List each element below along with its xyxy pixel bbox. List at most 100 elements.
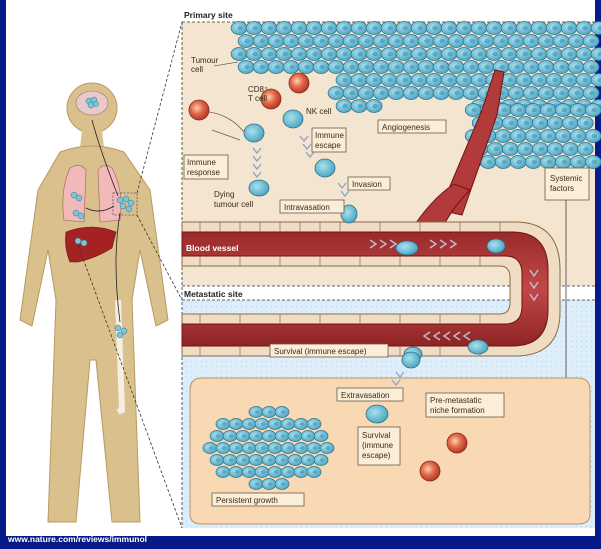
tumour-cell-nucleus [477,26,483,31]
dying-cell-label-1: Dying [214,190,234,199]
tumour-cell-nucleus [281,410,286,414]
tumour-cell-nucleus [334,65,340,70]
tumour-cell-nucleus [372,104,378,109]
tumour-cell-nucleus [531,108,537,113]
angiogenesis-label: Angiogenesis [382,123,430,132]
tumour-cell-nucleus [229,458,234,462]
metastatic-site-title: Metastatic site [184,289,243,299]
tumour-cell-nucleus [248,446,253,450]
intravasation-label: Intravasation [284,203,330,212]
tumour-cell-nucleus [300,470,305,474]
tumour-cell-nucleus [559,91,565,96]
tumour-cell-nucleus [387,78,393,83]
tumour-cell-nucleus [287,422,292,426]
immune-response-label-1: Immune [187,158,216,167]
tumour-cell-nucleus [531,160,537,165]
tumour-cell-nucleus [387,26,393,31]
tumour-cell-nucleus [349,65,355,70]
tumour-cell-nucleus [424,91,430,96]
tumour-cell-nucleus [222,470,227,474]
persistent-growth-label: Persistent growth [216,496,278,505]
tumour-cell-nucleus [567,52,573,57]
tumour-cell-nucleus [402,52,408,57]
tumour-cell-nucleus [259,39,265,44]
tumour-cell-nucleus [334,39,340,44]
tumour-cell-nucleus [312,26,318,31]
tumour-cell-nucleus [508,147,514,152]
tumour-cell-nucleus [342,52,348,57]
tumour-cell-nucleus [454,91,460,96]
tumour-cell-nucleus [357,104,363,109]
tumour-cell-nucleus [439,91,445,96]
tumour-cell-nucleus [567,78,573,83]
tumour-cell-nucleus [561,134,567,139]
tumour-cell-nucleus [501,160,507,165]
tumour-cell-nucleus [471,108,477,113]
tumour-cell-nucleus [432,78,438,83]
tumour-cell-nucleus [544,39,550,44]
tumour-cell-nucleus [349,39,355,44]
tumour-cell-nucleus [334,91,340,96]
tumour-cell-nucleus [274,446,279,450]
tumour-cell-nucleus [372,26,378,31]
tumour-cell-nucleus [544,91,550,96]
tumour-cell-nucleus [394,91,400,96]
tumour-cell-nucleus [546,160,552,165]
premetastatic-label-1: Pre-metastatic [430,396,482,405]
tumour-cell-nucleus [561,160,567,165]
tumour-cell-nucleus [462,78,468,83]
tumour-cell-nucleus [289,65,295,70]
tumour-cell-nucleus [409,65,415,70]
tumour-cell-nucleus [379,39,385,44]
invasion-label: Invasion [352,180,382,189]
tumour-cell-nucleus [417,26,423,31]
tumour-cell-nucleus [567,26,573,31]
nk-cell-label: NK cell [306,107,332,116]
tumour-cell-nucleus [313,422,318,426]
tumour-cell-nucleus [439,39,445,44]
tumour-cell-nucleus [553,121,559,126]
cd8-label-2: T cell [248,94,267,103]
tumour-cell-nucleus [313,446,318,450]
tumour-cell-nucleus [244,65,250,70]
tumour-cell-nucleus [364,91,370,96]
tumour-cell-nucleus [508,121,514,126]
tumour-cell-nucleus [591,108,597,113]
tumour-cell-nucleus [307,434,312,438]
tumour-cell-nucleus [342,78,348,83]
dying-cell-label-2: tumour cell [214,200,253,209]
tumour-cell-nucleus [409,91,415,96]
immune-response-label-2: response [187,168,220,177]
tumour-cell-nucleus [268,410,273,414]
survival-meta-label-1: Survival [362,431,391,440]
tumour-cell-nucleus [574,65,580,70]
footer-url: www.nature.com/reviews/immunol [7,534,147,544]
tumour-cell-nucleus [591,134,597,139]
tumour-cell-nucleus [357,78,363,83]
tumour-cell-nucleus [267,52,273,57]
tumour-cell-nucleus [537,26,543,31]
tumour-cell-nucleus [274,470,279,474]
tumour-cell-nucleus [237,52,243,57]
tumour-cell-nucleus [300,446,305,450]
tumour-cell-nucleus [537,78,543,83]
survival-meta-label-3: escape) [362,451,391,460]
tumour-cell-nucleus [546,108,552,113]
survival-vessel-label: Survival (immune escape) [274,347,367,356]
tumour-cell-nucleus [576,108,582,113]
tumour-cell-nucleus [552,26,558,31]
tumour-cell-nucleus [261,446,266,450]
tumour-cell-nucleus [484,39,490,44]
tumour-cell-nucleus [222,422,227,426]
tumour-cell-nucleus [261,422,266,426]
tumour-cell-nucleus [514,65,520,70]
tumour-cell-nucleus [372,52,378,57]
tumour-cell-nucleus [493,147,499,152]
tumour-cell-nucleus [447,26,453,31]
tumour-cell-nucleus [529,39,535,44]
tumour-cell-nucleus [349,91,355,96]
tumour-cell-nucleus [507,78,513,83]
tumour-cell-nucleus [268,458,273,462]
tumour-cell-nucleus [576,134,582,139]
tumour-cell-nucleus [327,26,333,31]
